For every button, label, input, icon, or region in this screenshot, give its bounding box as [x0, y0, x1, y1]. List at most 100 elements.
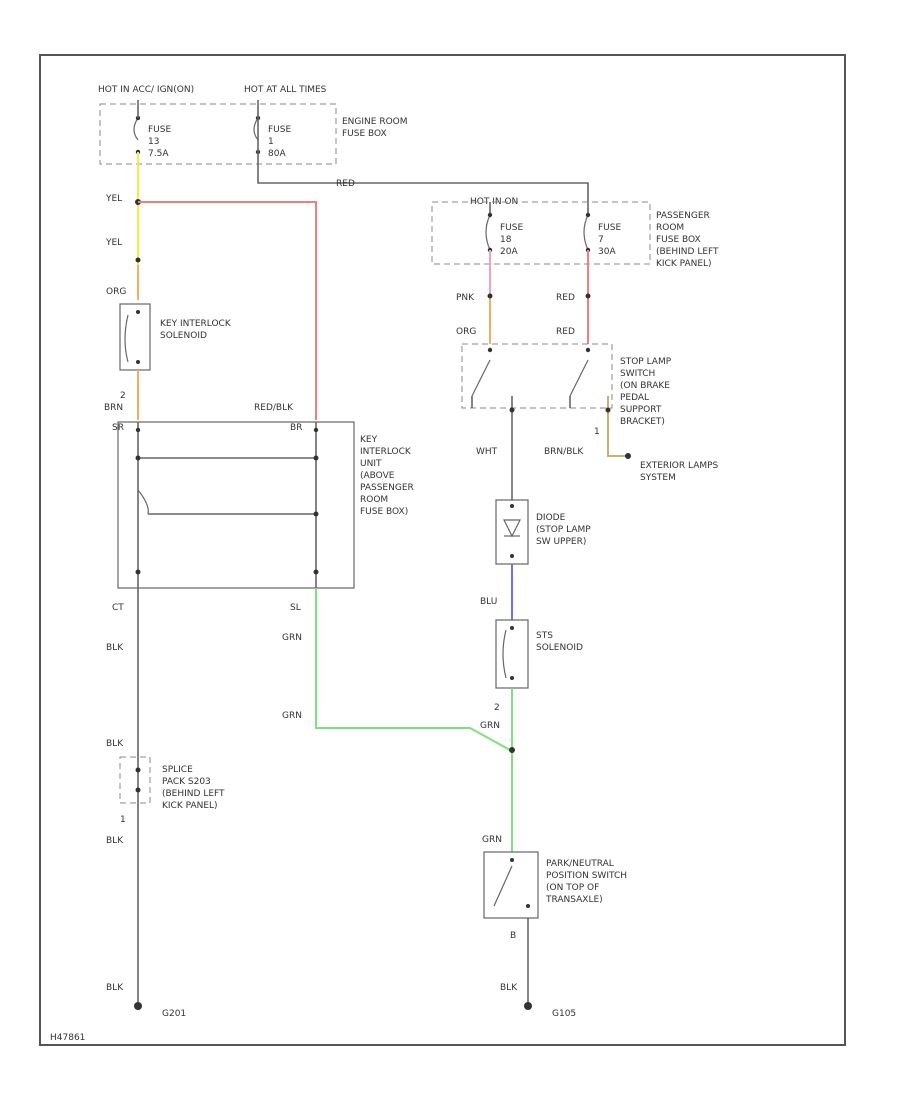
svg-text:KICK PANEL): KICK PANEL)	[162, 801, 218, 811]
wire-label-yel2: YEL	[105, 238, 122, 248]
svg-text:ENGINE ROOM: ENGINE ROOM	[342, 117, 408, 127]
engine-room-fuse-box-label: ENGINE ROOM FUSE BOX	[342, 117, 408, 139]
svg-text:BLK: BLK	[106, 983, 124, 993]
hot-acc-text: HOT IN ACC/ IGN(ON)	[98, 85, 194, 95]
svg-text:(BEHIND LEFT: (BEHIND LEFT	[162, 789, 225, 799]
svg-text:PEDAL: PEDAL	[620, 393, 649, 403]
svg-text:POSITION SWITCH: POSITION SWITCH	[546, 871, 627, 881]
svg-text:INTERLOCK: INTERLOCK	[360, 447, 412, 457]
svg-text:1: 1	[594, 427, 600, 437]
svg-text:FUSE BOX): FUSE BOX)	[360, 507, 408, 517]
svg-text:B: B	[510, 931, 516, 941]
wire-label-redblk: RED/BLK	[254, 403, 294, 413]
passenger-fuse-7: FUSE 7 30A	[598, 223, 621, 257]
svg-text:SUPPORT: SUPPORT	[620, 405, 662, 415]
svg-text:ORG: ORG	[456, 327, 476, 337]
svg-text:PNK: PNK	[456, 293, 475, 303]
svg-text:(STOP LAMP: (STOP LAMP	[536, 525, 591, 535]
hot-all-text: HOT AT ALL TIMES	[244, 85, 327, 95]
svg-text:80A: 80A	[268, 149, 286, 159]
svg-text:BLU: BLU	[480, 597, 497, 607]
key-interlock-solenoid	[119, 303, 151, 371]
park-neutral-switch	[483, 851, 539, 919]
svg-text:13: 13	[148, 137, 159, 147]
svg-text:BLK: BLK	[106, 739, 124, 749]
svg-text:SR: SR	[112, 423, 124, 433]
svg-text:FUSE: FUSE	[268, 125, 291, 135]
park-switch-label: PARK/NEUTRAL POSITION SWITCH (ON TOP OF …	[545, 859, 627, 905]
svg-text:EXTERIOR LAMPS: EXTERIOR LAMPS	[640, 461, 719, 471]
ground-g105: G105	[552, 1009, 576, 1019]
wire-label-org1: ORG	[106, 287, 126, 297]
svg-text:PASSENGER: PASSENGER	[656, 211, 710, 221]
svg-text:FUSE BOX: FUSE BOX	[656, 235, 701, 245]
svg-text:1: 1	[120, 815, 126, 825]
svg-text:SOLENOID: SOLENOID	[536, 643, 583, 653]
svg-text:BLK: BLK	[500, 983, 518, 993]
svg-text:18: 18	[500, 235, 512, 245]
svg-text:30A: 30A	[598, 247, 616, 257]
wire-label-red-top: RED	[336, 179, 355, 189]
svg-text:FUSE: FUSE	[500, 223, 523, 233]
svg-text:BR: BR	[290, 423, 302, 433]
diode-label: DIODE (STOP LAMP SW UPPER)	[536, 513, 591, 547]
svg-text:(ON TOP OF: (ON TOP OF	[546, 883, 599, 893]
engine-room-fuse-box	[99, 103, 337, 165]
fuse-13-symbol	[133, 117, 139, 141]
hot-label-all: HOT AT ALL TIMES	[244, 85, 327, 95]
svg-text:KEY INTERLOCK: KEY INTERLOCK	[160, 319, 232, 329]
svg-text:BRACKET): BRACKET)	[620, 417, 665, 427]
wire-label-yel1: YEL	[105, 194, 122, 204]
svg-text:20A: 20A	[500, 247, 518, 257]
diagram-frame	[39, 54, 846, 1046]
fuse-1-symbol	[253, 117, 259, 141]
splice-label: SPLICE PACK S203 (BEHIND LEFT KICK PANEL…	[162, 765, 225, 811]
splice-pack-s203	[119, 756, 151, 804]
svg-text:SYSTEM: SYSTEM	[640, 473, 676, 483]
svg-text:CT: CT	[112, 603, 124, 613]
svg-text:BLK: BLK	[106, 836, 124, 846]
stop-lamp-switch	[461, 343, 613, 409]
svg-text:2: 2	[494, 703, 500, 713]
svg-text:ROOM: ROOM	[360, 495, 388, 505]
engine-fuse-13: FUSE 13 7.5A	[148, 125, 171, 159]
passenger-fuse-18: FUSE 18 20A	[500, 223, 523, 257]
ground-g201: G201	[162, 1009, 186, 1019]
diagram-code: H47861	[50, 1033, 85, 1043]
svg-text:PACK S203: PACK S203	[162, 777, 211, 787]
key-interlock-unit-label: KEY INTERLOCK UNIT (ABOVE PASSENGER ROOM…	[360, 435, 414, 517]
svg-text:RED: RED	[556, 293, 575, 303]
wire-brnblk	[607, 396, 628, 457]
svg-text:GRN: GRN	[282, 711, 302, 721]
svg-text:RED: RED	[556, 327, 575, 337]
svg-text:STOP LAMP: STOP LAMP	[620, 357, 672, 367]
svg-text:FUSE: FUSE	[148, 125, 171, 135]
wire-label-brn: BRN	[104, 403, 123, 413]
wire-red-feed	[257, 100, 589, 215]
svg-text:SL: SL	[290, 603, 301, 613]
svg-text:UNIT: UNIT	[360, 459, 382, 469]
svg-text:PASSENGER: PASSENGER	[360, 483, 414, 493]
svg-text:STS: STS	[536, 631, 553, 641]
hot-label-acc: HOT IN ACC/ IGN(ON)	[98, 85, 194, 95]
svg-text:BLK: BLK	[106, 643, 124, 653]
engine-fuse-1: FUSE 1 80A	[268, 125, 291, 159]
wire-grn	[315, 588, 511, 751]
wire-red-blk	[138, 201, 317, 420]
svg-text:FUSE: FUSE	[598, 223, 621, 233]
svg-text:BRN/BLK: BRN/BLK	[544, 447, 584, 457]
key-interlock-unit	[117, 421, 355, 589]
svg-text:PARK/NEUTRAL: PARK/NEUTRAL	[546, 859, 614, 869]
svg-text:WHT: WHT	[476, 447, 498, 457]
svg-text:DIODE: DIODE	[536, 513, 566, 523]
svg-text:TRANSAXLE): TRANSAXLE)	[545, 895, 603, 905]
svg-text:(ABOVE: (ABOVE	[360, 471, 395, 481]
svg-text:ROOM: ROOM	[656, 223, 684, 233]
sts-label: STS SOLENOID	[536, 631, 583, 653]
svg-text:SPLICE: SPLICE	[162, 765, 193, 775]
svg-text:GRN: GRN	[282, 633, 302, 643]
svg-text:SOLENOID: SOLENOID	[160, 331, 207, 341]
svg-text:KEY: KEY	[360, 435, 378, 445]
svg-text:FUSE BOX: FUSE BOX	[342, 129, 387, 139]
